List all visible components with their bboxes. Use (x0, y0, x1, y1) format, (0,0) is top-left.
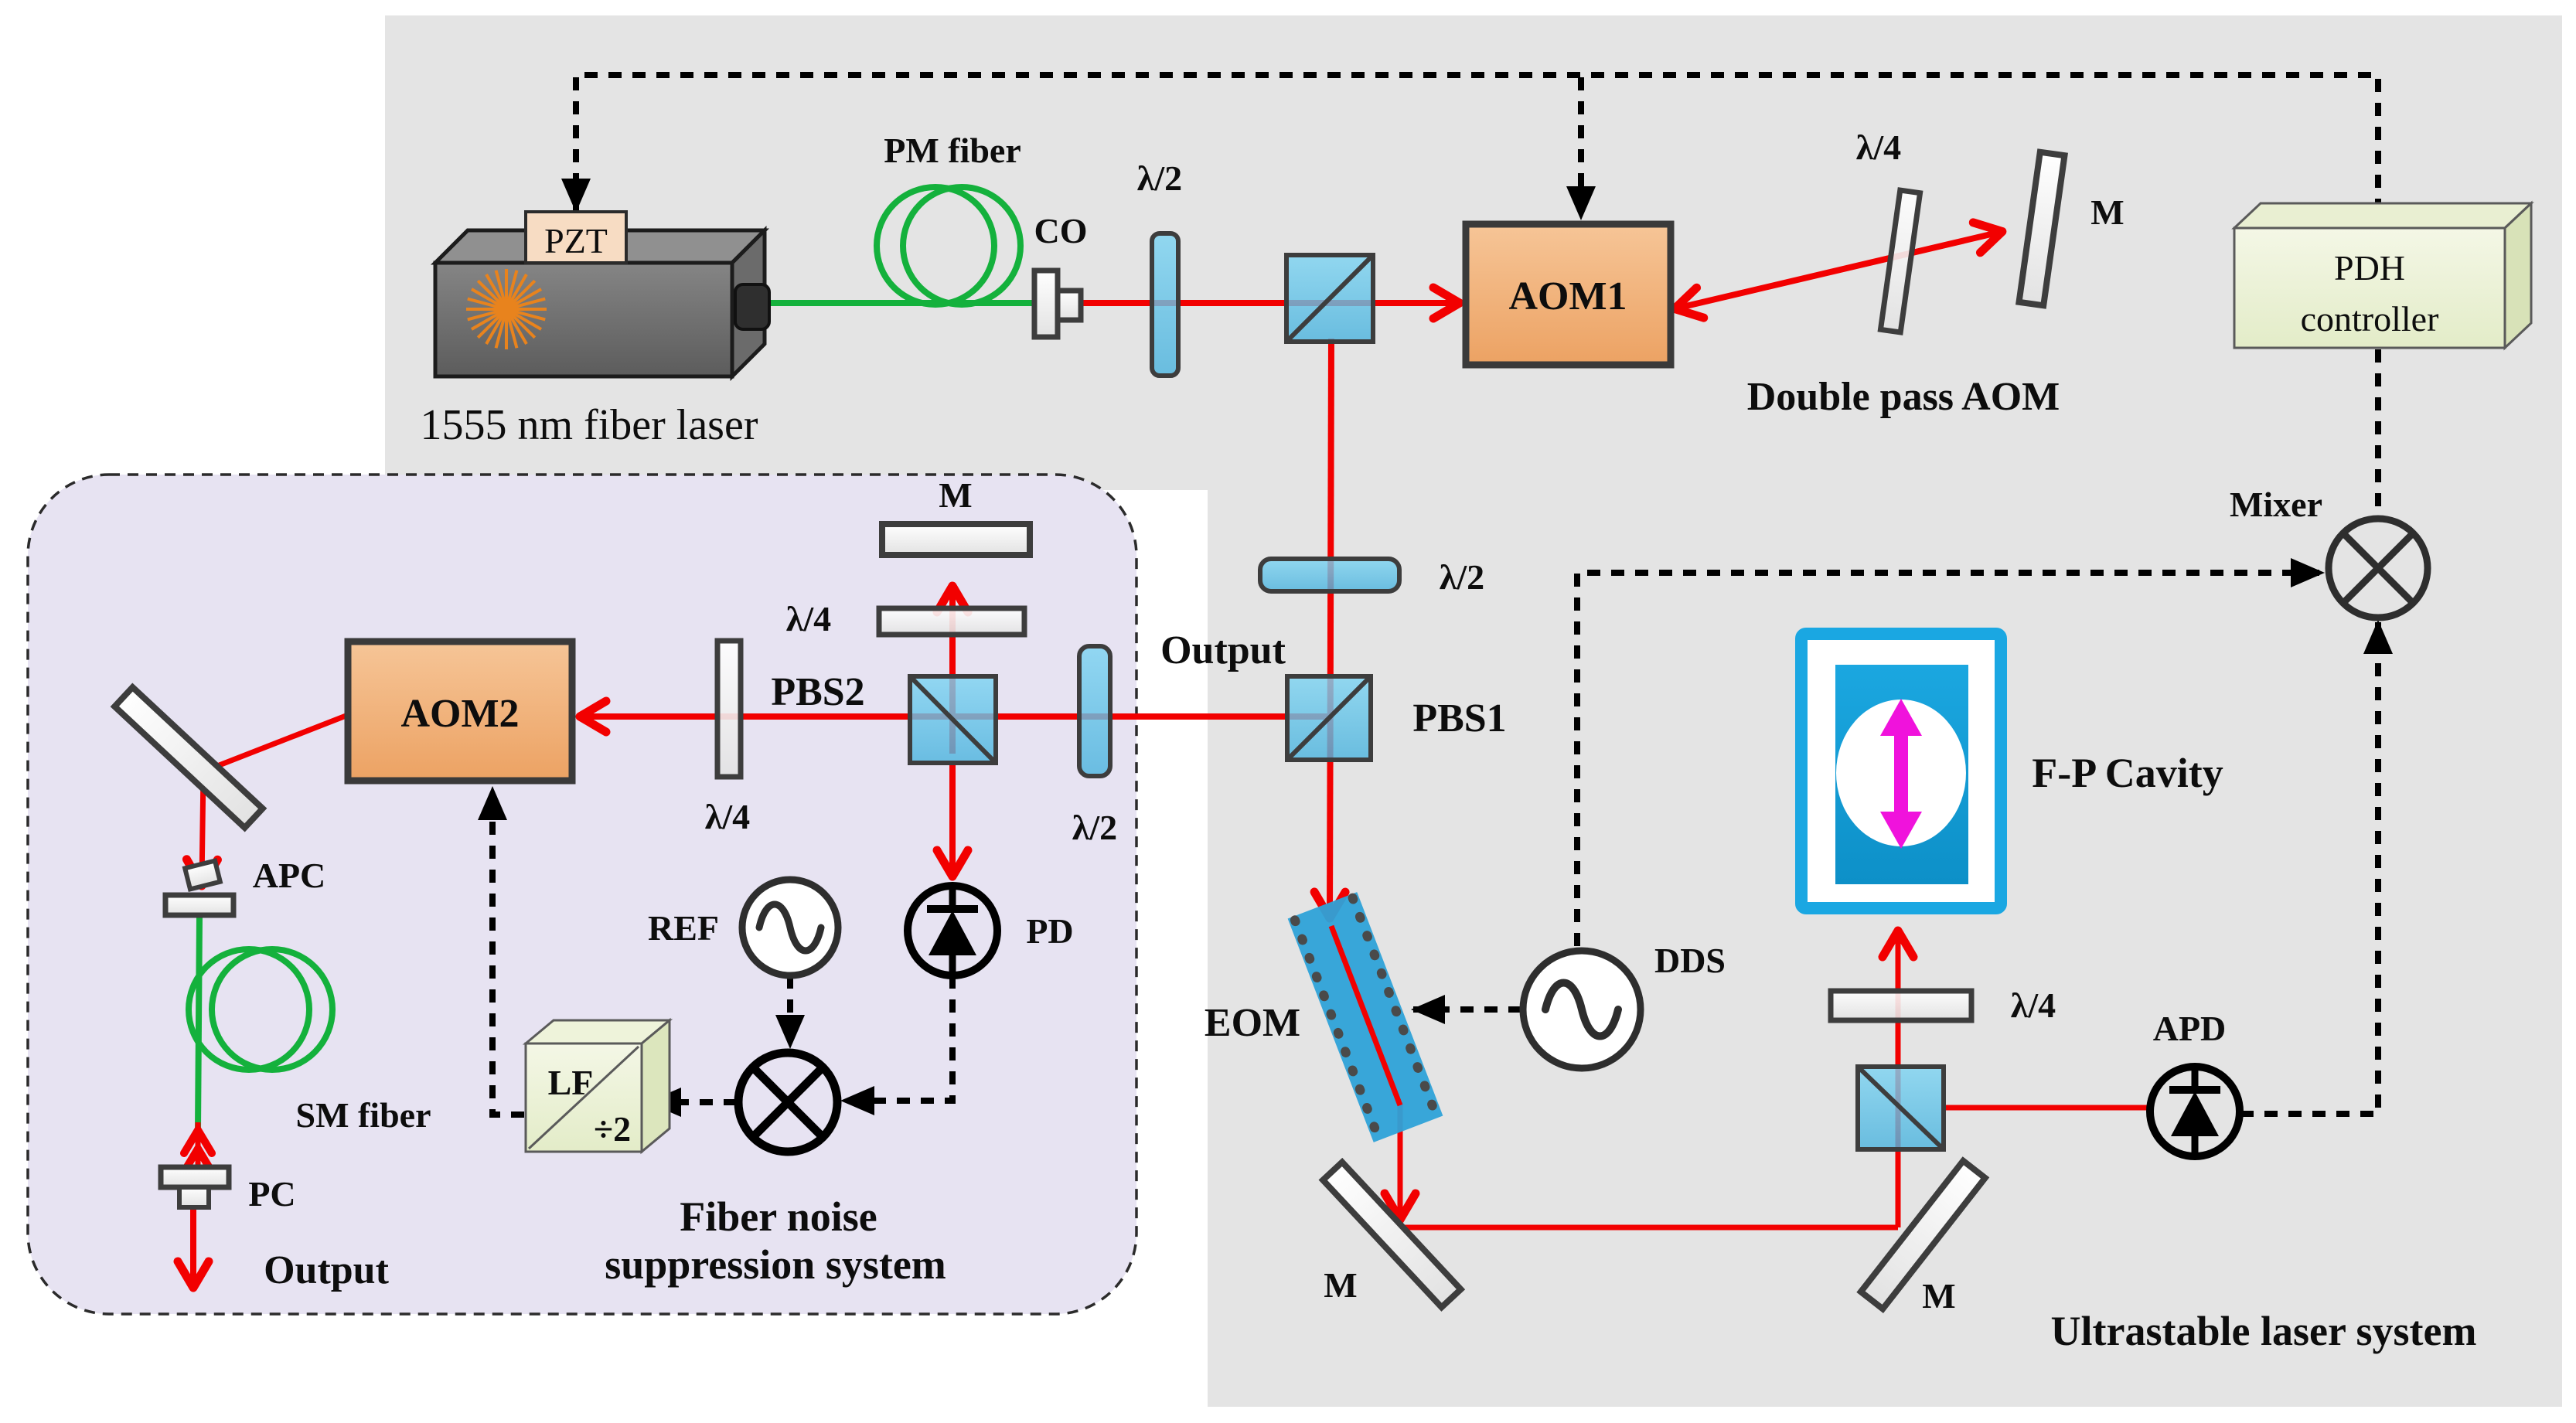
dds-oscillator-icon (1519, 947, 1644, 1072)
quarter-waveplate-fiber-left (714, 638, 744, 780)
qwp-fiber-top-label: λ/4 (786, 599, 831, 638)
apc-connector (162, 857, 237, 918)
laser-starburst-icon (466, 269, 547, 349)
fp-cavity (1795, 628, 2007, 914)
hwp-top-label: λ/2 (1137, 158, 1182, 198)
beam-double-pass (1670, 218, 2007, 322)
mirror-fiber-left (110, 683, 267, 832)
apd-label: APD (2153, 1009, 2227, 1048)
sm-fiber-label: SM fiber (295, 1095, 431, 1135)
fiber-noise-label-2: suppression system (605, 1241, 946, 1288)
fiber-noise-label-1: Fiber noise (680, 1193, 877, 1240)
ref-oscillator-icon (738, 876, 842, 979)
beam-through-eom (1328, 924, 1403, 1107)
fp-cavity-label: F-P Cavity (2032, 750, 2223, 796)
pd-label: PD (1026, 911, 1073, 951)
pbs2-label: PBS2 (771, 670, 864, 714)
pdh-label-2: controller (2301, 299, 2439, 339)
laser-output-port (734, 283, 771, 331)
qwp-fiber-left-label: λ/4 (705, 797, 750, 836)
fiber-laser: PZT (430, 210, 771, 382)
beamsplitter-cube-top (1284, 253, 1375, 344)
aom2-box (344, 638, 576, 785)
quarter-waveplate-fiber-top (876, 605, 1027, 638)
half-waveplate-mid (1258, 557, 1402, 594)
laser-caption: 1555 nm fiber laser (421, 401, 758, 449)
beam-bs-to-eom (1310, 338, 1350, 923)
hwp-mid-label: λ/2 (1440, 557, 1484, 597)
pdh-controller-box: PDH controller (2231, 200, 2534, 351)
chevron-up-1 (180, 1122, 216, 1157)
mirror-fiber-top (879, 521, 1033, 558)
pbs1-label: PBS1 (1412, 696, 1506, 740)
aom2-label: AOM2 (400, 692, 519, 736)
div2-label: ÷2 (594, 1109, 631, 1149)
pd-icon (904, 882, 1001, 979)
apd-to-mixer-line (2240, 620, 2393, 1117)
qwp-double-pass-label: λ/4 (1856, 128, 1901, 167)
mirror-bottom-left (1318, 1157, 1466, 1312)
lf-label: LF (548, 1063, 594, 1102)
pbs1-cube (1285, 674, 1373, 762)
cube-right (1855, 1064, 1946, 1152)
co-label: CO (1034, 211, 1088, 250)
chevron-up-2 (180, 1141, 216, 1176)
mirror-bottom-right (1856, 1156, 1990, 1314)
pc-label: PC (248, 1174, 295, 1214)
mixer-label: Mixer (2230, 485, 2322, 524)
aom1-box (1462, 220, 1675, 369)
ref-label: REF (648, 908, 719, 948)
apc-label: APC (253, 856, 326, 895)
apd-icon (2146, 1063, 2244, 1160)
pbs2-cube (908, 674, 998, 765)
hwp-fiber-label: λ/2 (1072, 808, 1117, 847)
control-lines (478, 72, 2393, 1118)
mirror-double-pass (2015, 148, 2069, 309)
eom-crystal (1287, 892, 1443, 1142)
m-bottom-left-label: M (1324, 1265, 1357, 1305)
pm-fiber-label: PM fiber (884, 131, 1021, 170)
mixer2-icon (734, 1048, 842, 1156)
pzt-label: PZT (544, 221, 608, 260)
pd-to-mixer2-line (840, 975, 956, 1115)
output-bottom-label: Output (264, 1248, 390, 1292)
mixer-icon (2325, 515, 2431, 621)
aom1-label: AOM1 (1508, 274, 1627, 318)
pm-fiber-coil (874, 184, 1024, 308)
pzt-actuator (524, 210, 628, 264)
fiber-apc-to-pc (195, 916, 203, 1131)
sm-fiber-coil (186, 946, 336, 1073)
half-waveplate-fiber (1077, 644, 1113, 778)
co-collimator (1031, 267, 1084, 340)
beams (173, 218, 2150, 1292)
lf-filter-box: LF ÷2 (522, 1017, 673, 1155)
feedback-line-pdh-to-pzt (561, 72, 2381, 213)
pc-connector (158, 1164, 232, 1210)
qwp-right-label: λ/4 (2011, 986, 2056, 1025)
quarter-waveplate-right (1828, 988, 1975, 1023)
ultrastable-label: Ultrastable laser system (2051, 1308, 2477, 1354)
half-waveplate-top (1150, 231, 1181, 378)
lf-to-aom2-line (478, 786, 524, 1118)
dds-to-mixer-line (1574, 558, 2325, 946)
quarter-waveplate-double-pass (1877, 187, 1923, 335)
output-top-label: Output (1160, 628, 1286, 672)
pdh-label-1: PDH (2334, 248, 2405, 288)
double-pass-label: Double pass AOM (1747, 375, 2060, 419)
eom-label: EOM (1205, 1001, 1300, 1045)
dds-label: DDS (1654, 941, 1726, 980)
m-fiber-label: M (939, 475, 972, 515)
m-bottom-right-label: M (1922, 1276, 1955, 1316)
gray-panel (385, 15, 2562, 1407)
m-double-pass-label: M (2090, 192, 2124, 232)
